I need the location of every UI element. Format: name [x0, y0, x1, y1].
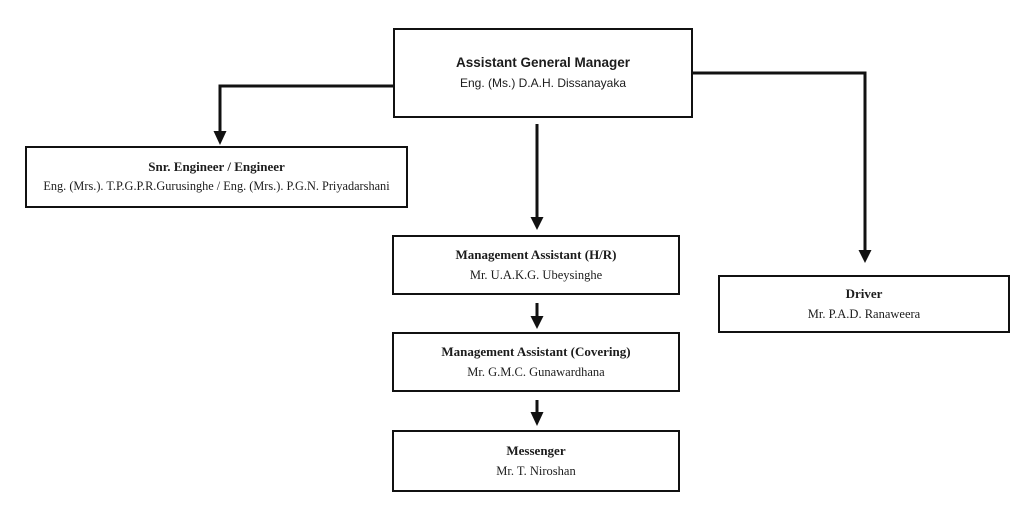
node-person: Eng. (Mrs.). T.P.G.P.R.Gurusinghe / Eng.…: [43, 179, 390, 194]
connector-ma-covering-to-messenger: [530, 400, 544, 426]
org-node-management-assistant-hr: Management Assistant (H/R) Mr. U.A.K.G. …: [392, 235, 680, 295]
org-node-messenger: Messenger Mr. T. Niroshan: [392, 430, 680, 492]
node-title: Assistant General Manager: [455, 55, 631, 71]
node-person: Mr. G.M.C. Gunawardhana: [467, 365, 605, 380]
arrow-stem: [218, 84, 393, 132]
node-person: Eng. (Ms.) D.A.H. Dissanayaka: [459, 76, 627, 91]
arrow-head-icon: [530, 316, 544, 329]
arrow-head-icon: [213, 131, 227, 145]
connector-agm-to-driver: [693, 71, 872, 263]
arrow-head-icon: [530, 412, 544, 426]
node-title: Driver: [845, 285, 883, 301]
node-person: Mr. U.A.K.G. Ubeysinghe: [469, 268, 603, 283]
arrow-head-icon: [858, 250, 872, 263]
node-person: Mr. T. Niroshan: [496, 464, 576, 479]
node-title: Management Assistant (H/R): [455, 246, 617, 262]
connector-agm-to-snr-engineer: [213, 84, 393, 145]
org-node-driver: Driver Mr. P.A.D. Ranaweera: [718, 275, 1010, 333]
connector-agm-to-ma-hr: [530, 124, 544, 230]
node-person: Mr. P.A.D. Ranaweera: [807, 307, 921, 322]
node-title: Snr. Engineer / Engineer: [148, 158, 285, 174]
org-node-assistant-general-manager: Assistant General Manager Eng. (Ms.) D.A…: [393, 28, 693, 118]
node-title: Management Assistant (Covering): [441, 343, 631, 359]
arrow-head-icon: [530, 217, 544, 230]
connector-ma-hr-to-ma-covering: [530, 303, 544, 329]
org-node-management-assistant-covering: Management Assistant (Covering) Mr. G.M.…: [392, 332, 680, 392]
node-title: Messenger: [506, 442, 566, 458]
arrow-stem: [693, 71, 867, 251]
org-node-snr-engineer: Snr. Engineer / Engineer Eng. (Mrs.). T.…: [25, 146, 408, 208]
